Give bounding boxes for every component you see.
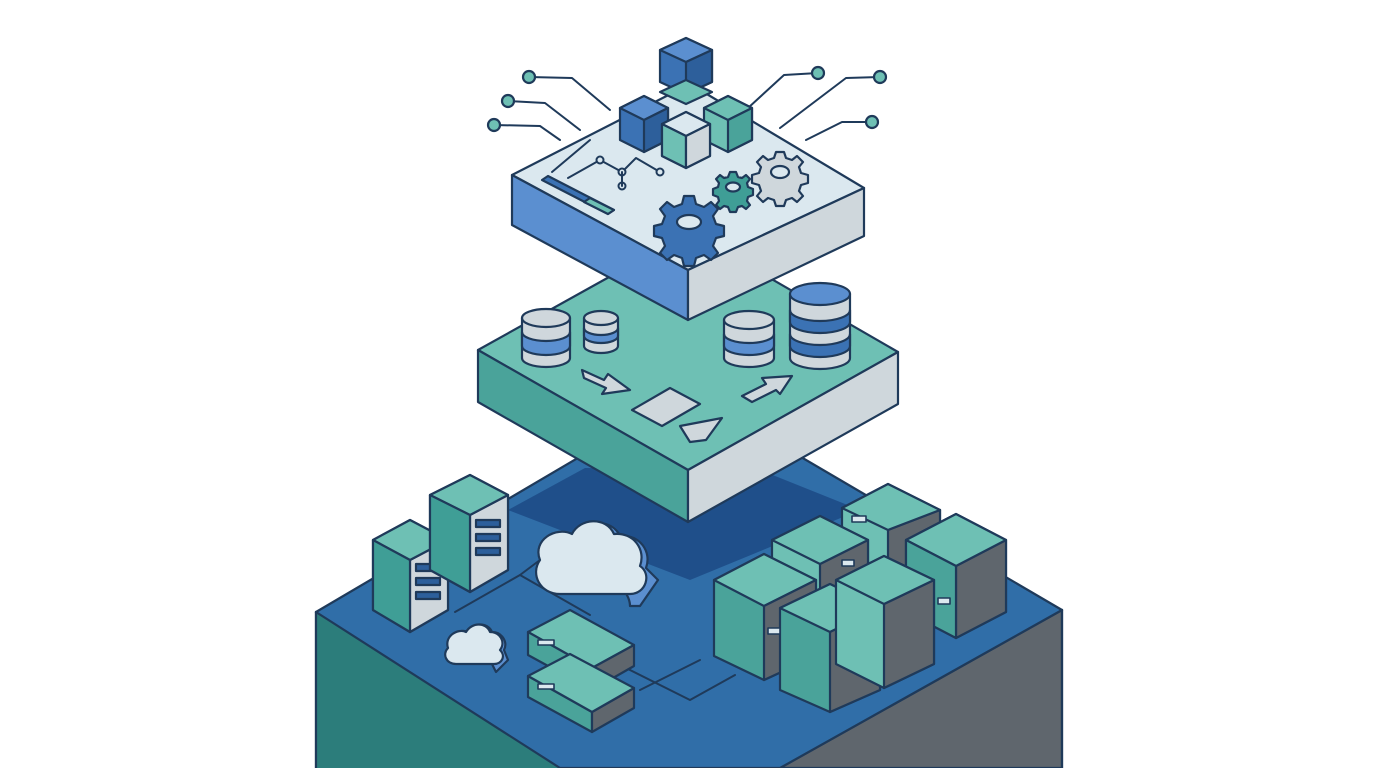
flow-arrow-2	[740, 374, 794, 404]
rack-server	[526, 608, 636, 734]
database-stack-4	[788, 281, 852, 371]
connector-lines	[493, 72, 881, 141]
cloud-large-icon	[534, 520, 660, 608]
flow-arrow-3	[678, 416, 724, 444]
flow-arrow-1	[580, 368, 632, 396]
database-stack-1	[520, 307, 572, 369]
connector-node-dots	[486, 65, 888, 133]
infrastructure-layer	[314, 390, 1064, 768]
data-document-icon	[630, 386, 702, 428]
cloud-small-icon	[444, 623, 510, 674]
app-layer-right-face	[686, 186, 866, 322]
application-layer	[486, 36, 888, 322]
data-layer	[476, 230, 900, 524]
data-layer-right-face	[686, 350, 900, 524]
gear-medium-icon	[750, 150, 810, 208]
line-chart-icon	[551, 139, 665, 191]
gear-large-icon	[652, 194, 726, 268]
gear-small-icon	[711, 170, 755, 214]
container-block-cluster	[712, 482, 1008, 714]
server-tower-2	[428, 473, 510, 594]
cube-cluster	[618, 36, 754, 170]
database-stack-2	[582, 309, 620, 355]
database-stack-3	[722, 309, 776, 369]
layer-shadow	[508, 468, 860, 580]
